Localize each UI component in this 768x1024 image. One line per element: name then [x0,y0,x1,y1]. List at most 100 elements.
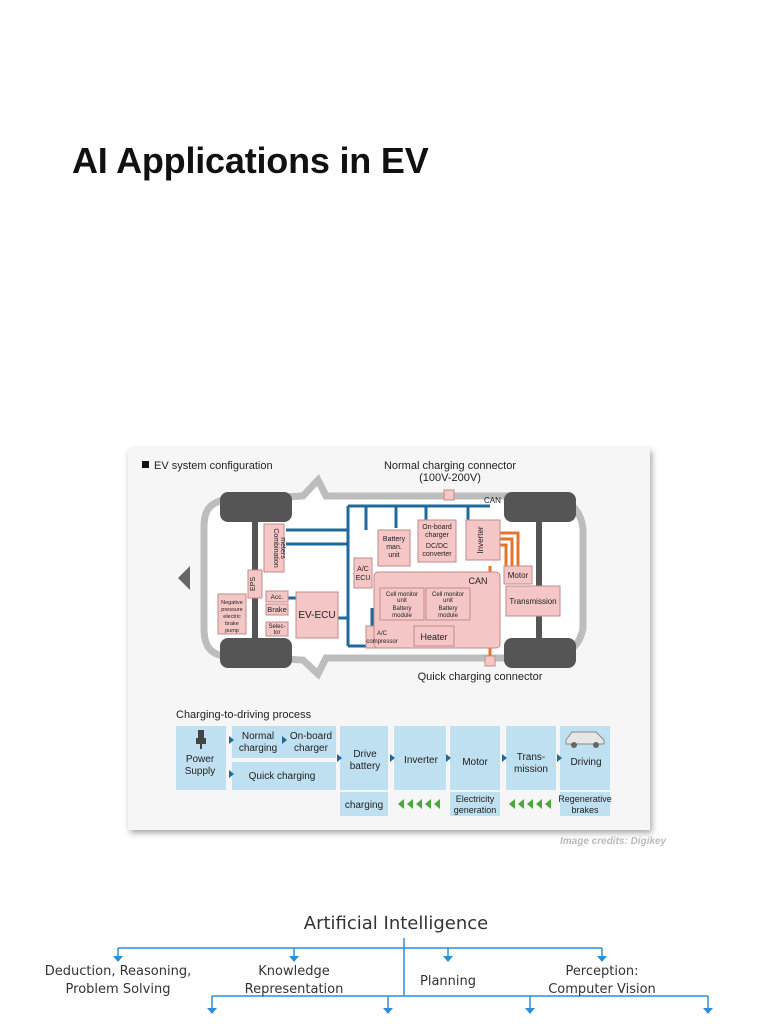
motor-flow-box [450,726,500,790]
normal-charging-label-2: charging [239,743,277,754]
ai-branch-deduction-2: Problem Solving [66,982,171,997]
ai-arrowheads [113,956,713,1014]
quick-charging-box [232,762,336,790]
dcdc-label-1: DC/DC [426,543,448,550]
eps-label: EPS [250,577,257,591]
can-label-mid: CAN [468,576,487,586]
motor-box [503,565,533,585]
ac-compressor-label-2: compressor [366,639,397,645]
ai-branch-planning: Planning [420,974,476,989]
ai-branch-knowledge-2: Representation [245,982,344,997]
meters-label: meters [279,537,286,559]
ac-compressor-label-1: A/C [377,631,388,637]
wheel-front-left [220,492,292,522]
power-supply-label-1: Power [186,754,215,765]
battery-module-2-label-1: Battery [438,606,457,612]
heater-label: Heater [420,632,447,642]
slide-title: AI Applications in EV [72,140,429,181]
process-heading: Charging-to-driving process [176,709,312,721]
ai-branch-deduction-1: Deduction, Reasoning, [45,964,191,979]
transmission-label: Transmission [509,597,556,606]
cell-monitor-2-label-1: Cell monitor [432,592,464,598]
onboard-charger-flow-label-2: charger [294,743,329,754]
electricity-generation-box [450,792,500,816]
front-arrow-icon [178,566,190,590]
quick-connector-port [484,655,496,667]
drive-battery-label-2: battery [350,761,381,772]
battery-mgmt-label-1: Battery [383,536,406,543]
battery-module-1-label-1: Battery [392,606,411,612]
inverter-flow-label: Inverter [404,755,439,766]
brake-pump-label-3: electric [223,614,241,620]
brake-pump-label-2: pressure [221,607,242,613]
battery-mgmt-label-3: unit [388,552,399,559]
power-supply-label-2: Supply [185,766,216,777]
selector-label-2: tor [273,630,280,636]
onboard-charger-flow-label-1: On-board [290,731,332,742]
ev-config-heading: EV system configuration [154,460,273,472]
brake-pump-label-5: pump [225,628,239,634]
rear-axle [536,522,542,638]
ev-ecu-box [295,591,339,639]
transmission-box [505,585,561,617]
brake-pump-label-1: Negative [221,600,243,606]
transmission-flow-label-1: Trans- [517,752,546,763]
cell-monitor-1-label-2: unit [397,598,407,604]
cell-monitor-1 [379,587,425,621]
can-label-top: CAN [484,496,501,505]
ac-ecu-box [353,557,373,589]
regen-arrows [398,799,551,809]
normal-charging-label-1: Normal [242,731,274,742]
onboard-charger-box [417,519,457,563]
heater-box [413,625,455,647]
can-bus-lines [274,504,490,648]
motor-flow-label: Motor [462,757,488,768]
charging-label: charging [345,800,383,811]
combination-meters-box [263,523,285,573]
wheel-rear-right [504,638,576,668]
ai-branch-knowledge-1: Knowledge [258,964,329,979]
motor-label: Motor [508,571,529,580]
drive-battery-label-1: Drive [353,749,377,760]
regenerative-brakes-label-1: Regenerative [558,794,612,804]
normal-connector-voltage: (100V-200V) [419,472,481,484]
image-credit: Image credits: Digikey [560,836,667,847]
ai-branch-perception-1: Perception: [565,964,638,979]
battery-mgmt-box [377,529,411,567]
inverter-label: Inverter [476,526,485,553]
plug-icon [196,730,206,749]
quick-connector-label: Quick charging connector [418,671,543,683]
dcdc-label-2: converter [422,551,452,558]
brake-pump-label-4: brake [225,621,239,627]
electricity-generation-label-2: generation [454,805,497,815]
normal-connector-port [443,489,455,501]
acc-label: Acc. [271,594,284,601]
transmission-flow-box [506,726,556,790]
acc-box [265,590,289,603]
selector-box [265,621,289,637]
inverter-flow-box [394,726,446,790]
ai-root-label: Artificial Intelligence [304,913,489,934]
wheel-rear-left [504,492,576,522]
brake-label: Brake [267,605,287,614]
ai-taxonomy-diagram: Artificial Intelligence Deduction, Reaso… [45,913,713,1014]
regenerative-brakes-label-2: brakes [571,805,599,815]
ai-branch-perception-2: Computer Vision [548,982,656,997]
battery-mgmt-label-2: man. [386,544,402,551]
cell-monitor-2-label-2: unit [443,598,453,604]
selector-label-1: Selec- [268,624,285,630]
ev-system-figure: EV system configuration Normal charging … [128,448,650,830]
combination-label: Combination [272,528,279,567]
onboard-charger-label-2: charger [425,532,449,539]
ev-ecu-label: EV-ECU [298,610,335,621]
eps-box [247,569,263,599]
battery-module-2-label-2: module [438,613,458,619]
normal-connector-label: Normal charging connector [384,460,516,472]
battery-module-1-label-2: module [392,613,412,619]
electricity-generation-label-1: Electricity [456,794,495,804]
driving-flow-label: Driving [570,757,601,768]
ac-ecu-label-1: A/C [357,566,369,573]
onboard-charger-label-1: On-board [422,524,452,531]
charging-box [340,792,388,816]
cell-monitor-2 [425,587,471,621]
